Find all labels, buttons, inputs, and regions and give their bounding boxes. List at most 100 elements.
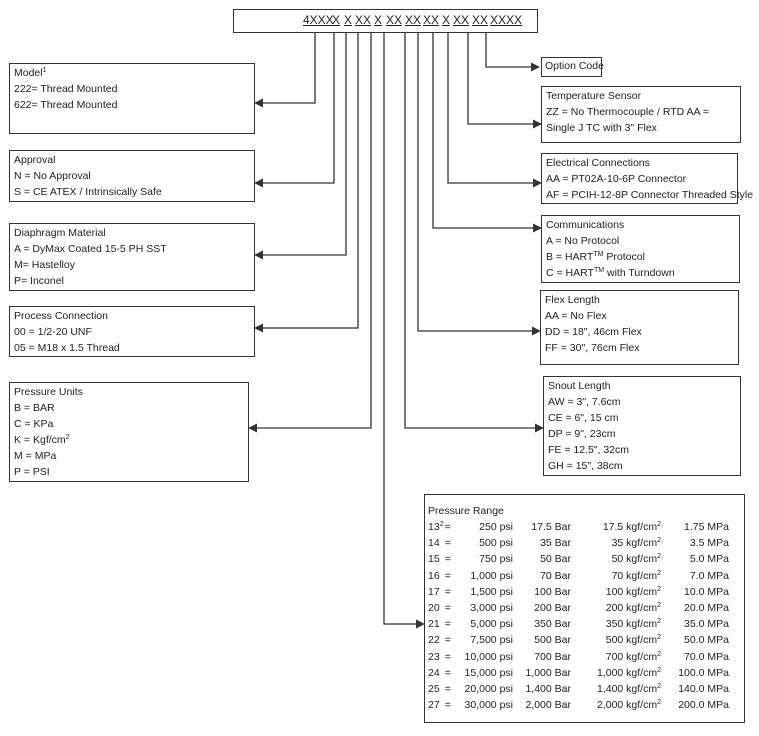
- connector-snout-length: [404, 33, 544, 433]
- pressure-mpa: 100.0 MPa: [678, 666, 729, 679]
- model-box: Model1 222= Thread Mounted 622= Thread M…: [9, 63, 255, 134]
- communications-option: C = HARTTM with Turndown: [546, 267, 675, 279]
- pressure-units-title: Pressure Units: [14, 386, 83, 398]
- pressure-mpa: 7.0 MPa: [689, 569, 729, 582]
- model-option: 222= Thread Mounted: [14, 83, 118, 95]
- pressure-range-title: Pressure Range: [428, 505, 504, 517]
- pressure-bar: 70 Bar: [540, 569, 571, 582]
- pressure-psi: 7,500 psi: [470, 634, 513, 647]
- code-segment-temperature-sensor: XX: [472, 13, 489, 27]
- pressure-psi: 3,000 psi: [470, 602, 513, 615]
- pressure-mpa: 35.0 MPa: [684, 618, 729, 631]
- pressure-units-option: P = PSI: [14, 466, 50, 478]
- pressure-code: 23=: [428, 650, 451, 663]
- pressure-code: 27=: [428, 699, 451, 712]
- connector-electrical: [447, 33, 542, 188]
- pressure-code: 22=: [428, 634, 451, 647]
- model-title: Model1: [14, 67, 47, 79]
- model-code-box: 4XXX X X XX X XX XX XX X XX XX XXXX: [233, 9, 538, 33]
- electrical-connections-box: Electrical Connections AA = PT02A-10-6P …: [541, 153, 754, 204]
- pressure-psi: 15,000 psi: [464, 666, 513, 679]
- pressure-mpa: 1.75 MPa: [684, 521, 729, 534]
- pressure-units-option: B = BAR: [14, 402, 55, 414]
- code-segment-electrical: XX: [453, 13, 470, 27]
- pressure-code: 21=: [428, 618, 451, 631]
- pressure-mpa: 3.5 MPa: [689, 537, 729, 550]
- snout-length-option: CE = 6", 15 cm: [548, 412, 619, 424]
- option-code-box: Option Code: [541, 57, 604, 77]
- diaphragm-material-box: Diaphragm Material A = DyMax Coated 15-5…: [9, 223, 255, 291]
- flex-length-option: AA = No Flex: [545, 310, 607, 322]
- pressure-code: 14=: [428, 537, 451, 550]
- communications-title: Communications: [546, 219, 625, 231]
- code-segment-snout-length: XX: [405, 13, 422, 27]
- process-connection-title: Process Connection: [14, 310, 108, 322]
- connector-pressure-units: [248, 33, 372, 433]
- pressure-units-option: C = KPa: [14, 418, 54, 430]
- pressure-kgf: 50 kgf/cm2: [611, 553, 661, 566]
- pressure-kgf: 2,000 kgf/cm2: [596, 699, 661, 712]
- approval-title: Approval: [14, 154, 56, 166]
- pressure-kgf: 700 kgf/cm2: [605, 650, 661, 663]
- communications-option: B = HARTTM Protocol: [546, 251, 645, 263]
- pressure-kgf: 70 kgf/cm2: [611, 569, 661, 582]
- connector-process-connection: [254, 33, 359, 333]
- diaphragm-option: M= Hastelloy: [14, 259, 75, 271]
- pressure-bar: 100 Bar: [534, 585, 571, 598]
- pressure-mpa: 70.0 MPa: [684, 650, 729, 663]
- pressure-mpa: 20.0 MPa: [684, 602, 729, 615]
- snout-length-option: FE = 12.5", 32cm: [548, 444, 630, 456]
- pressure-psi: 30,000 psi: [464, 699, 513, 712]
- approval-box: Approval N = No Approval S = CE ATEX / I…: [9, 150, 255, 202]
- pressure-units-option: M = MPa: [14, 450, 57, 462]
- pressure-bar: 200 Bar: [534, 602, 571, 615]
- pressure-range-row: 21= 5,000 psi 350 Bar 350 kgf/cm2 35.0 MPa: [428, 616, 729, 632]
- code-segment-pressure-range: XX: [386, 13, 403, 27]
- pressure-bar: 350 Bar: [534, 618, 571, 631]
- connector-approval: [254, 33, 335, 188]
- pressure-kgf: 500 kgf/cm2: [605, 634, 661, 647]
- pressure-mpa: 140.0 MPa: [678, 682, 729, 695]
- code-segment-approval: X: [332, 13, 341, 27]
- approval-option: S = CE ATEX / Intrinsically Safe: [14, 186, 162, 198]
- pressure-kgf: 17.5 kgf/cm2: [602, 521, 661, 534]
- flex-length-option: DD = 18", 46cm Flex: [545, 326, 642, 338]
- pressure-code: 15=: [428, 553, 451, 566]
- code-segment-communications: X: [442, 13, 451, 27]
- temperature-sensor-title: Temperature Sensor: [546, 90, 642, 102]
- snout-length-box: Snout Length AW = 3", 7.6cm CE = 6", 15 …: [543, 376, 741, 476]
- snout-length-option: GH = 15", 38cm: [548, 460, 623, 472]
- connector-option-code: [485, 33, 540, 72]
- process-connection-option: 00 = 1/2-20 UNF: [14, 326, 92, 338]
- diaphragm-option: A = DyMax Coated 15-5 PH SST: [14, 243, 167, 255]
- code-segment-pressure-units: X: [374, 13, 383, 27]
- flex-length-option: FF = 30", 76cm Flex: [545, 342, 640, 354]
- pressure-mpa: 5.0 MPa: [689, 553, 729, 566]
- pressure-psi: 250 psi: [479, 521, 513, 534]
- pressure-code: 25=: [428, 682, 451, 695]
- pressure-kgf: 350 kgf/cm2: [605, 618, 661, 631]
- pressure-psi: 5,000 psi: [470, 618, 513, 631]
- pressure-code: 16=: [428, 569, 451, 582]
- snout-length-option: DP = 9", 23cm: [548, 428, 616, 440]
- electrical-option: AA = PT02A-10-6P Connector: [546, 173, 687, 185]
- pressure-bar: 35 Bar: [540, 537, 571, 550]
- pressure-code: 20=: [428, 602, 451, 615]
- flex-length-box: Flex Length AA = No Flex DD = 18", 46cm …: [540, 290, 739, 365]
- connector-diaphragm: [254, 33, 347, 260]
- pressure-kgf: 1,000 kgf/cm2: [596, 666, 661, 679]
- electrical-option: AF = PCIH-12-8P Connector Threaded Style: [546, 189, 754, 201]
- communications-option: A = No Protocol: [546, 235, 620, 247]
- connector-flex-length: [417, 33, 541, 336]
